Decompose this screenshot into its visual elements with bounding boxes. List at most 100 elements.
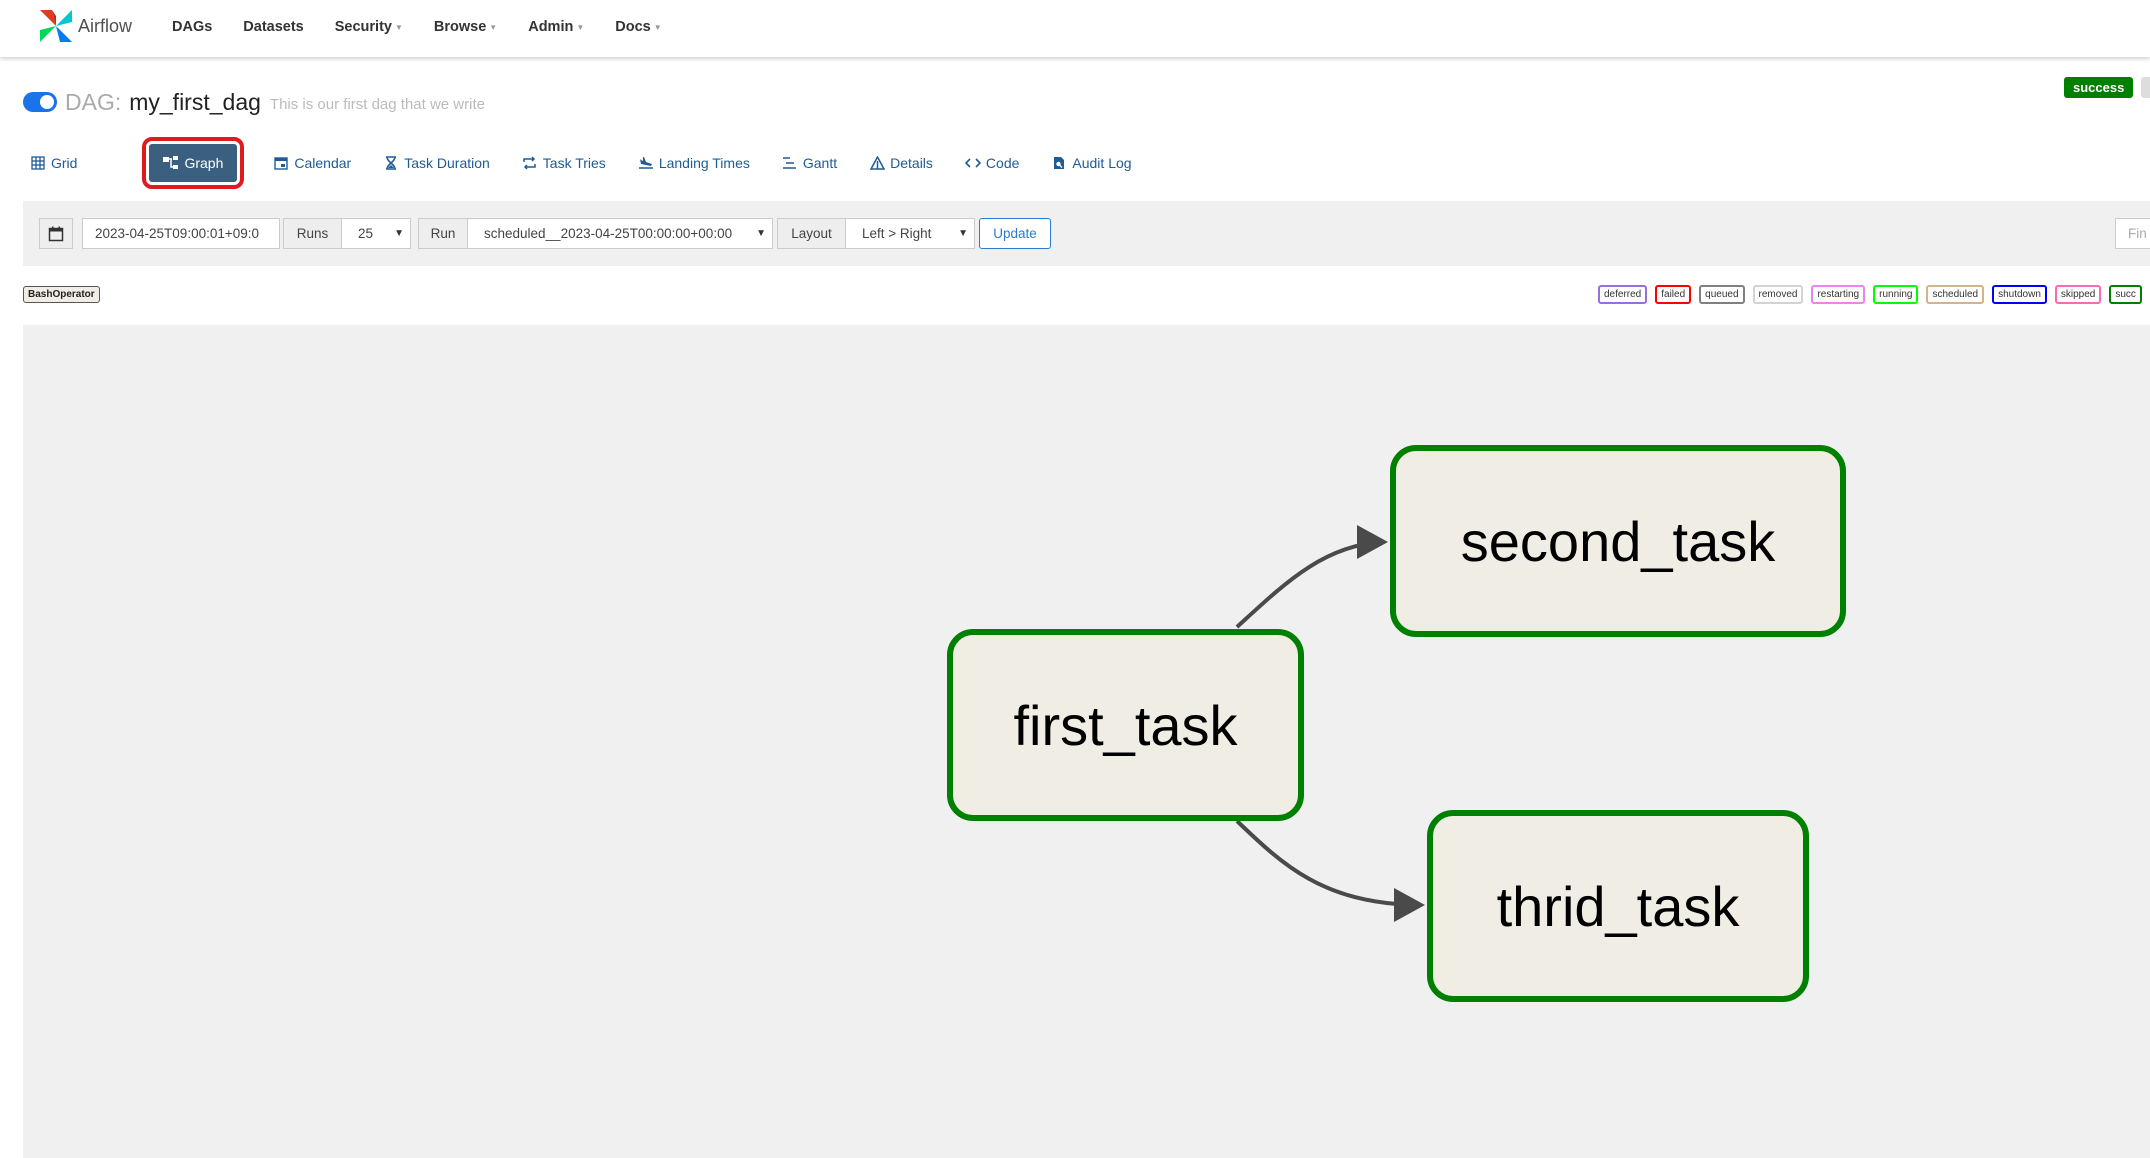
tab-audit-log[interactable]: Audit Log: [1051, 144, 1132, 182]
state-legend: deferred failed queued removed restarting run…: [1598, 285, 2150, 304]
tab-label: Graph: [184, 155, 224, 171]
tab-details[interactable]: Details: [869, 144, 933, 182]
chevron-down-icon: ▼: [394, 228, 404, 239]
runs-label: Runs: [283, 218, 342, 249]
runs-select[interactable]: 25 ▼: [341, 218, 411, 249]
dag-pause-toggle[interactable]: [23, 92, 57, 112]
status-badge[interactable]: success: [2064, 77, 2134, 98]
run-label-text: Run: [430, 226, 456, 241]
nav-link-browse[interactable]: Browse▼: [434, 19, 497, 35]
toggle-knob: [40, 95, 54, 109]
nav-link-docs[interactable]: Docs▼: [615, 19, 661, 35]
retry-icon: [522, 155, 538, 171]
task-node-second-task[interactable]: second_task: [1390, 445, 1846, 637]
tab-label: Audit Log: [1072, 155, 1132, 171]
task-node-first-task[interactable]: first_task: [947, 629, 1304, 821]
task-node-label: second_task: [1460, 509, 1776, 573]
tab-grid[interactable]: Grid: [30, 144, 77, 182]
state-legend-removed[interactable]: removed: [1752, 285, 1804, 304]
state-legend-queued[interactable]: queued: [1699, 285, 1745, 304]
calendar-icon: [273, 155, 289, 171]
chevron-down-icon: ▼: [756, 228, 766, 239]
hourglass-icon: [383, 155, 399, 171]
nav-link-dags[interactable]: DAGs: [172, 19, 212, 35]
grid-icon: [30, 155, 46, 171]
state-legend-succ[interactable]: succ: [2109, 285, 2142, 304]
edge-arrowhead: [1394, 888, 1425, 922]
dag-id[interactable]: my_first_dag: [129, 88, 261, 115]
nav-link-label: Docs: [615, 19, 651, 35]
chevron-down-icon: ▼: [576, 22, 585, 32]
task-node-thrid-task[interactable]: thrid_task: [1427, 810, 1809, 1002]
base-date-input[interactable]: 2023-04-25T09:00:01+09:0: [82, 218, 280, 249]
base-date-value: 2023-04-25T09:00:01+09:0: [95, 226, 260, 241]
calendar-icon: [48, 226, 64, 241]
runs-value: 25: [358, 226, 374, 241]
nav-link-label: Security: [334, 19, 392, 35]
state-legend-deferred[interactable]: deferred: [1598, 285, 1648, 304]
tab-task-duration[interactable]: Task Duration: [383, 144, 490, 182]
nav-link-label: Browse: [433, 19, 487, 35]
base-date-calendar-button[interactable]: [39, 218, 73, 249]
edge-first-to-thrid: [1235, 819, 1417, 907]
graph-toolbar: 2023-04-25T09:00:01+09:0 Runs 25 ▼ Run s…: [23, 201, 2150, 266]
graph-canvas[interactable]: first_task second_task thrid_task: [23, 325, 2150, 1158]
layout-select[interactable]: Left > Right ▼: [845, 218, 975, 249]
tab-label: Code: [985, 155, 1020, 171]
state-legend-scheduled[interactable]: scheduled: [1926, 285, 1985, 304]
chevron-down-icon: ▼: [653, 22, 662, 32]
tab-label: Calendar: [294, 155, 352, 171]
tab-label: Details: [890, 155, 933, 171]
chevron-down-icon: ▼: [394, 22, 403, 32]
task-node-label: first_task: [1013, 693, 1238, 757]
update-button[interactable]: Update: [979, 218, 1051, 249]
state-legend-running[interactable]: running: [1873, 285, 1919, 304]
brand-logo[interactable]: Airflow: [36, 6, 132, 46]
tab-landing-times[interactable]: Landing Times: [638, 144, 750, 182]
tab-gantt[interactable]: Gantt: [782, 144, 837, 182]
nav-link-datasets[interactable]: Datasets: [243, 19, 303, 35]
nav-link-label: Admin: [528, 19, 574, 35]
nav-link-security[interactable]: Security▼: [335, 19, 403, 35]
task-node-label: thrid_task: [1496, 874, 1740, 938]
dag-description: This is our first dag that we write: [269, 95, 485, 113]
audit-log-icon: [1051, 155, 1067, 171]
state-legend-restarting[interactable]: restarting: [1811, 285, 1866, 304]
details-icon: [869, 155, 885, 171]
state-legend-failed[interactable]: failed: [1655, 285, 1692, 304]
operator-legend-badge[interactable]: BashOperator: [23, 286, 100, 303]
state-legend-shutdown[interactable]: shutdown: [1992, 285, 2047, 304]
chevron-down-icon: ▼: [958, 228, 968, 239]
dag-label: DAG:: [65, 88, 122, 115]
layout-label-text: Layout: [791, 226, 832, 241]
tab-code[interactable]: Code: [964, 144, 1020, 182]
dag-header: DAG: my_first_dag This is our first dag …: [23, 86, 485, 118]
update-button-label: Update: [993, 226, 1037, 241]
secondary-badge[interactable]: [2141, 77, 2150, 98]
tab-label: Grid: [51, 155, 78, 171]
edge-arrowhead: [1357, 525, 1388, 559]
chevron-down-icon: ▼: [489, 22, 498, 32]
dag-view-tabs: Grid Graph Calendar Task Duration Task Tries…: [30, 137, 1164, 189]
nav-link-admin[interactable]: Admin▼: [528, 19, 584, 35]
state-legend-skipped[interactable]: skipped: [2054, 285, 2102, 304]
nav-link-label: DAGs: [172, 19, 213, 35]
runs-label-text: Runs: [296, 226, 329, 241]
run-select[interactable]: scheduled__2023-04-25T00:00:00+00:00 ▼: [467, 218, 773, 249]
find-task-input[interactable]: Fin: [2115, 218, 2150, 249]
tab-calendar[interactable]: Calendar: [273, 144, 351, 182]
nav-link-label: Datasets: [243, 19, 304, 35]
edges-layer: [1235, 525, 1425, 922]
airflow-pinwheel-icon: [40, 10, 72, 42]
brand-name: Airflow: [78, 15, 133, 36]
tab-label: Task Duration: [404, 155, 490, 171]
gantt-icon: [782, 155, 798, 171]
tab-task-tries[interactable]: Task Tries: [522, 144, 606, 182]
code-icon: [964, 155, 981, 171]
tab-label: Gantt: [802, 155, 838, 171]
tab-graph[interactable]: Graph: [142, 137, 245, 189]
layout-label: Layout: [777, 218, 846, 249]
landing-icon: [638, 155, 654, 171]
